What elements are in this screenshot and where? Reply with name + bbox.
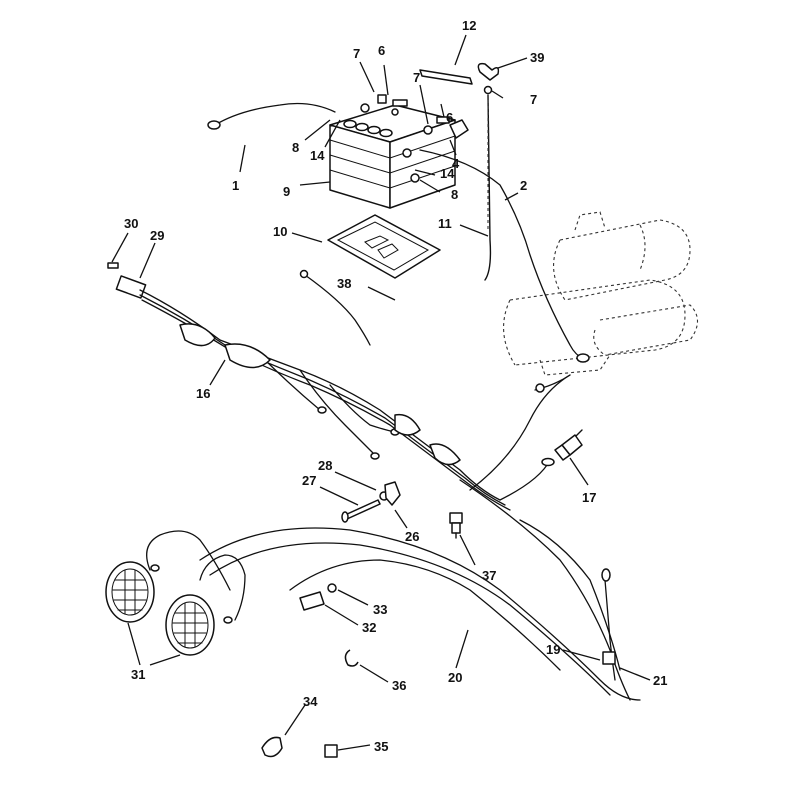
callout-19: 19	[546, 642, 560, 657]
callout-7c: 7	[530, 92, 537, 107]
wing-nut	[477, 62, 500, 81]
headlamp-left	[105, 561, 155, 623]
washer-8a	[360, 103, 370, 113]
battery-tray	[327, 214, 441, 279]
callout-11: 11	[438, 216, 452, 231]
clip-26	[384, 481, 401, 506]
battery-hardware	[360, 94, 469, 139]
callout-35: 35	[374, 739, 388, 754]
callout-27: 27	[302, 473, 316, 488]
connector-29	[115, 275, 147, 299]
callout-labels: 1 2 4 6 6 7 7 7 8 8 9 10 11 12 14 14 16 …	[124, 18, 667, 754]
callout-12: 12	[462, 18, 476, 33]
headlamp-right	[165, 594, 215, 656]
branch-2	[299, 369, 376, 456]
callout-34: 34	[303, 694, 318, 709]
callout-7a: 7	[353, 46, 360, 61]
sender-37	[449, 512, 463, 539]
starter-motor-ghost	[503, 211, 699, 376]
battery-caps	[343, 119, 393, 138]
wire-20-trunk	[459, 479, 631, 701]
callout-36: 36	[392, 678, 406, 693]
bolt-6a	[392, 99, 408, 107]
callout-1: 1	[232, 178, 239, 193]
callout-38: 38	[337, 276, 351, 291]
battery-cable	[419, 149, 586, 361]
lamp-wire-1	[146, 530, 231, 591]
callout-6b: 6	[446, 110, 453, 125]
bracket-32	[299, 591, 325, 611]
screw-33	[327, 583, 337, 593]
callout-8a: 8	[292, 140, 299, 155]
callout-17: 17	[582, 490, 596, 505]
washer-7b	[423, 125, 433, 135]
bolt-6b	[436, 116, 450, 124]
callout-7b: 7	[413, 70, 420, 85]
clip-34	[261, 736, 283, 758]
callout-10: 10	[273, 224, 287, 239]
clip-36	[344, 649, 359, 667]
callout-4: 4	[452, 156, 460, 171]
callout-8b: 8	[451, 187, 458, 202]
callout-30: 30	[124, 216, 138, 231]
hold-down-strap	[419, 69, 473, 85]
callout-16: 16	[196, 386, 210, 401]
ground-strap	[214, 102, 336, 126]
wire-38	[304, 274, 371, 346]
callout-26: 26	[405, 529, 419, 544]
branch-3	[329, 384, 396, 433]
sleeve-3	[394, 413, 421, 436]
callout-6a: 6	[378, 43, 385, 58]
callout-9: 9	[283, 184, 290, 199]
switch-17	[554, 429, 583, 461]
callout-14a: 14	[310, 148, 325, 163]
ground-strap-lug	[207, 120, 221, 130]
harness-to-sender	[499, 459, 551, 501]
callout-39: 39	[530, 50, 544, 65]
callout-21: 21	[653, 673, 667, 688]
main-wiring-harness	[107, 262, 511, 511]
hold-down-assembly	[419, 62, 500, 281]
clamp-19	[602, 651, 616, 665]
sleeve-4	[429, 443, 461, 466]
callout-37: 37	[482, 568, 496, 583]
sleeve-2	[224, 343, 271, 369]
harness-to-starter	[469, 374, 571, 491]
leader-lines	[111, 34, 651, 751]
callout-33: 33	[373, 602, 387, 617]
clip-35	[324, 744, 338, 758]
battery	[329, 104, 456, 209]
callout-28: 28	[318, 458, 332, 473]
terminal-4	[449, 119, 469, 139]
callout-2: 2	[520, 178, 527, 193]
washer-7c	[483, 85, 493, 95]
terminal-30	[107, 262, 119, 269]
callout-20: 20	[448, 670, 462, 685]
callout-14b: 14	[440, 166, 455, 181]
screw-27	[341, 499, 381, 523]
callout-29: 29	[150, 228, 164, 243]
branch-1	[259, 354, 321, 411]
callout-32: 32	[362, 620, 376, 635]
nut-7a	[377, 94, 387, 104]
sleeve-1	[179, 323, 216, 347]
lamp-wire-2	[199, 554, 246, 621]
callout-31: 31	[131, 667, 145, 682]
